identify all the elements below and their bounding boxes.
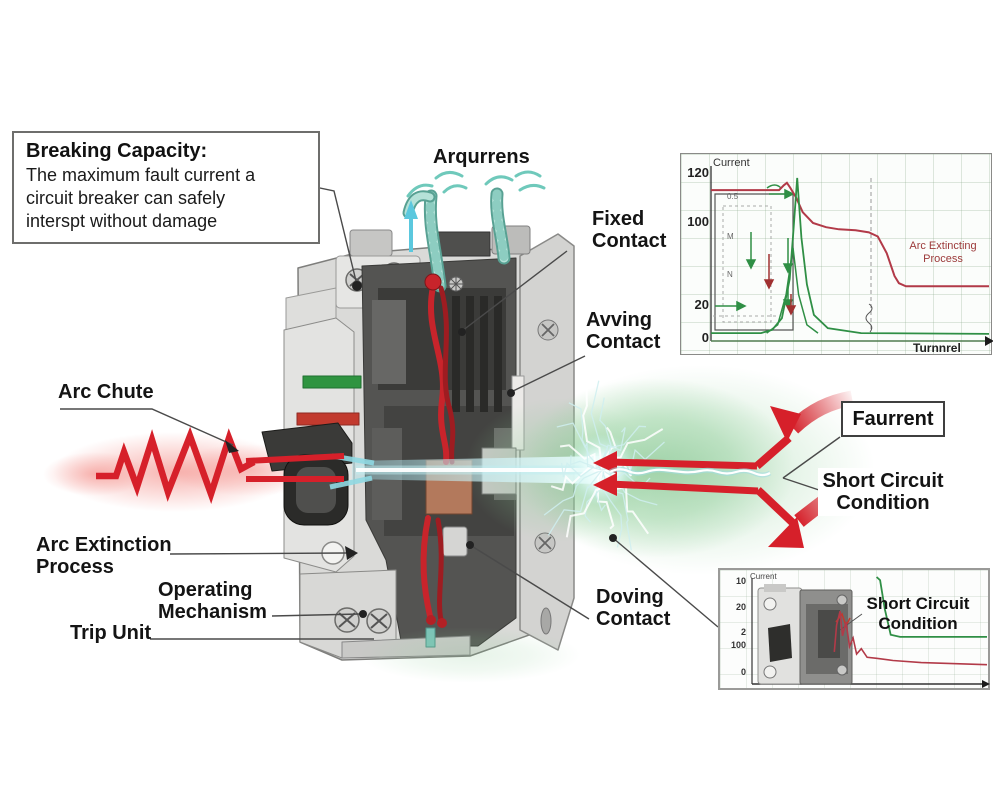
flow-arrows-green bbox=[715, 184, 795, 312]
chart2-annotation: Short Circuit Condition bbox=[866, 594, 970, 633]
label-arc-extinction: Arc Extinction Process bbox=[36, 534, 172, 578]
label-operating-mechanism: Operating Mechanism bbox=[158, 579, 267, 623]
chart1-inner-label: M bbox=[727, 232, 734, 241]
label-short-circuit: Short Circuit Condition bbox=[818, 468, 948, 516]
chart2-ytick: 20 bbox=[735, 602, 746, 612]
info-box-body: The maximum fault current a circuit brea… bbox=[26, 165, 256, 231]
leader-lines bbox=[60, 182, 844, 640]
chart2-ytick: 2 bbox=[740, 627, 746, 637]
label-terminals: Arqurrens bbox=[433, 146, 530, 168]
label-fault-current-box: Faurrent bbox=[841, 401, 945, 437]
arc-current-inner-curve bbox=[766, 247, 819, 334]
chart1-ytick: 100 bbox=[687, 214, 709, 229]
label-fixed-contact: Fixed Contact bbox=[592, 208, 667, 252]
star-screw bbox=[448, 276, 464, 292]
red-indicator-stripe bbox=[296, 412, 360, 426]
chart1-ytick: 120 bbox=[687, 165, 709, 180]
breaking-capacity-info-box: Breaking Capacity: The maximum fault cur… bbox=[12, 131, 320, 244]
current-up-arrow-icon bbox=[404, 200, 418, 252]
label-moving-contact: Doving Contact bbox=[596, 586, 671, 630]
flow-arrows-red bbox=[763, 254, 797, 316]
short-circuit-chart-plot bbox=[751, 576, 990, 688]
chart1-xlabel: Turnnrel bbox=[913, 341, 961, 355]
label-trip-unit: Trip Unit bbox=[70, 622, 152, 644]
chart1-annotation: Arc Extincting Process bbox=[909, 240, 977, 265]
chart1-ytick: 0 bbox=[701, 330, 709, 345]
breaker-cutaway bbox=[261, 170, 575, 661]
green-indicator-stripe bbox=[302, 375, 362, 389]
current-time-chart-plot bbox=[710, 166, 993, 346]
chart2-ytick: 0 bbox=[740, 667, 746, 677]
wire-squiggle-decorations bbox=[406, 170, 546, 198]
chart1-ylabel: Current bbox=[713, 157, 750, 169]
chart2-ytick: 10 bbox=[735, 576, 746, 586]
current-time-chart: Current 120 100 20 0 Turnnrel Arc Extinc… bbox=[680, 153, 993, 355]
chart1-inner-label: 0.5 bbox=[727, 192, 739, 201]
fault-current-curve bbox=[711, 181, 989, 288]
fault-current-arrows bbox=[593, 390, 864, 548]
info-box-title: Breaking Capacity: bbox=[26, 140, 208, 162]
short-circuit-chart: Current 10 20 2 100 0 Short Circuit Cond… bbox=[718, 568, 990, 690]
terminal-wires bbox=[402, 187, 511, 293]
chart1-inner-label: N bbox=[727, 270, 733, 279]
label-arcing-contact: Avving Contact bbox=[586, 309, 661, 353]
screw bbox=[334, 607, 392, 634]
supply-beam bbox=[329, 453, 600, 490]
fault-current-curve bbox=[833, 611, 988, 666]
chart1-ytick: 20 bbox=[694, 297, 709, 312]
chart2-ylabel: Current bbox=[750, 572, 777, 581]
label-arc-chute: Arc Chute bbox=[58, 381, 154, 403]
mini-breaker-image bbox=[757, 584, 853, 685]
chart2-ytick: 100 bbox=[730, 640, 746, 650]
internal-red-conductor bbox=[420, 284, 456, 623]
interrupted-current-curve bbox=[875, 576, 987, 638]
